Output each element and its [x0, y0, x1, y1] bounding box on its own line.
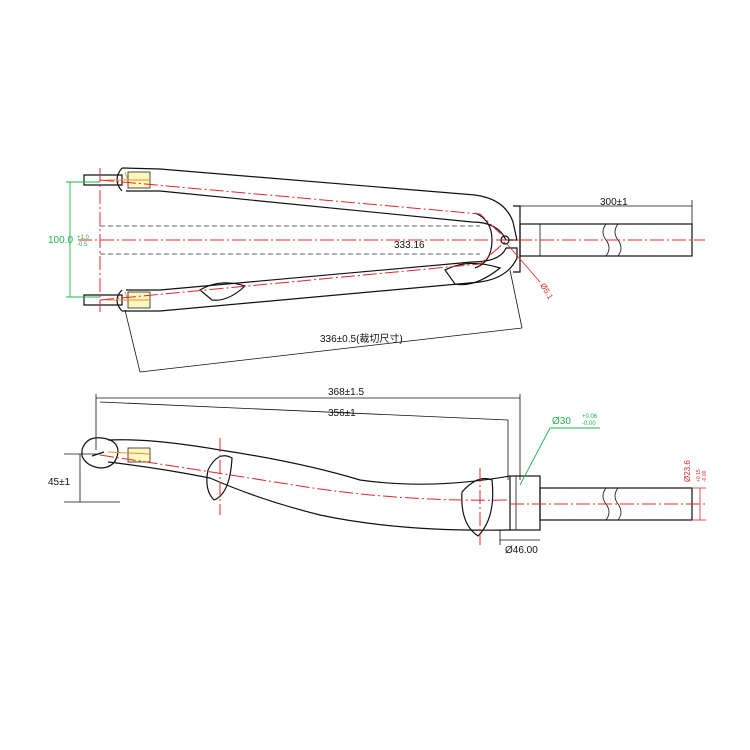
top-view: 300±1 100.0 +1.0 -0.5 333.16 336±0.5(裁切尺… [48, 167, 705, 373]
label-crown-race-dia: Ø46.00 [505, 545, 538, 556]
dim-leader-steerer [519, 427, 600, 486]
dim-line-356 [99, 401, 509, 421]
label-width-tol-upper: +1.0 [77, 235, 90, 241]
hidden-inner-lines [100, 225, 480, 255]
label-steerer-tol-lower: -0.00 [582, 421, 596, 427]
label-offset: 45±1 [48, 477, 71, 488]
label-steerer-dia: Ø30 [552, 416, 571, 427]
label-axle-to-crown: 356±1 [328, 408, 356, 419]
hole-leader [506, 243, 541, 283]
label-hole-dia: Ø5.1 [538, 282, 555, 302]
lower-blade-centerline [99, 241, 506, 301]
crown-hole [500, 235, 510, 245]
side-view: 368±1.5 356±1 Ø30 +0.06 -0.00 45±1 Ø46.0… [48, 387, 708, 556]
label-top-tol-lower: -0.00 [702, 470, 708, 482]
side-blade-upper-edge [107, 439, 511, 485]
upper-blade-outline [121, 167, 518, 241]
blade-section-crown [444, 262, 502, 286]
lower-insert-mark [106, 291, 150, 301]
side-crown [509, 475, 541, 531]
label-top-dia: Ø23.6 [683, 460, 692, 482]
dim-line-336 [139, 327, 523, 373]
lower-blade-outline [122, 247, 518, 312]
side-insert-mark [107, 451, 151, 455]
label-width-tol-lower: -0.5 [77, 242, 88, 248]
dim-ext-336-left [124, 309, 141, 373]
label-overall-length: 368±1.5 [328, 387, 365, 398]
side-section-upper [206, 455, 233, 501]
lower-dropout [83, 294, 123, 306]
label-center-length: 333.16 [394, 240, 425, 251]
label-top-tol-upper: +0.15 [696, 469, 702, 482]
upper-blade-centerline [99, 179, 506, 239]
side-break-line-b [614, 487, 622, 521]
side-blade-lower-edge [107, 461, 511, 531]
label-cut-length: 336±0.5(裁切尺寸) [320, 332, 403, 345]
side-insert [127, 447, 151, 463]
label-width: 100.0 [48, 235, 73, 246]
side-section-lower [461, 477, 494, 537]
dim-ext-336-right [509, 269, 523, 329]
upper-insert-mark [106, 171, 150, 181]
label-steerer-length: 300±1 [600, 197, 628, 208]
label-steerer-tol-upper: +0.06 [582, 414, 598, 420]
side-blade-centerline [99, 454, 511, 501]
